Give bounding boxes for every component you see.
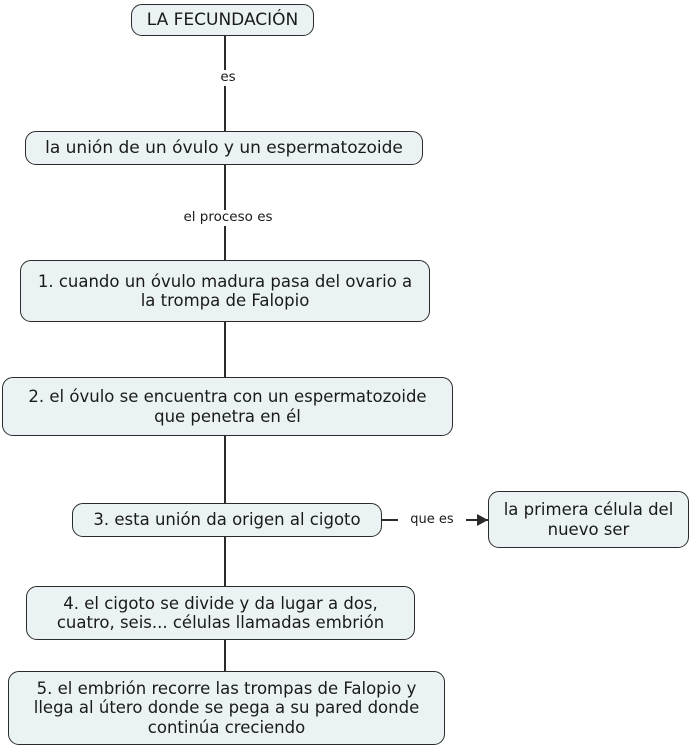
node-step-4: 4. el cigoto se divide y da lugar a dos,… [26,586,415,640]
node-step-5-text: 5. el embrión recorre las trompas de Fal… [33,678,420,737]
node-step-1-text: 1. cuando un óvulo madura pasa del ovari… [37,271,413,310]
node-step-2-text: 2. el óvulo se encuentra con un espermat… [28,387,427,426]
connector-label-es: es [201,70,255,86]
node-title-text: LA FECUNDACIÓN [146,9,299,30]
node-step-4-text: 4. el cigoto se divide y da lugar a dos,… [56,593,385,632]
node-step-2: 2. el óvulo se encuentra con un espermat… [2,377,453,436]
node-title: LA FECUNDACIÓN [131,4,314,36]
connector-step4-to-step5 [224,640,226,671]
arrowhead-icon [477,514,488,526]
node-step-1: 1. cuando un óvulo madura pasa del ovari… [20,260,430,322]
connector-step1-to-step2 [224,322,226,377]
node-zygote-definition: la primera célula del nuevo ser [488,491,689,548]
node-step-3: 3. esta unión da origen al cigoto [72,503,382,537]
node-step-3-text: 3. esta unión da origen al cigoto [93,510,361,530]
connector-label-que-es: que es [398,512,466,527]
node-definition-text: la unión de un óvulo y un espermatozoide [45,137,403,158]
node-step-5: 5. el embrión recorre las trompas de Fal… [8,671,445,745]
connector-step2-to-step3 [224,436,226,503]
node-zygote-definition-text: la primera célula del nuevo ser [503,500,674,539]
connector-label-el-proceso-es: el proceso es [163,210,293,226]
connector-step3-to-step4 [224,537,226,586]
node-definition: la unión de un óvulo y un espermatozoide [25,131,423,165]
